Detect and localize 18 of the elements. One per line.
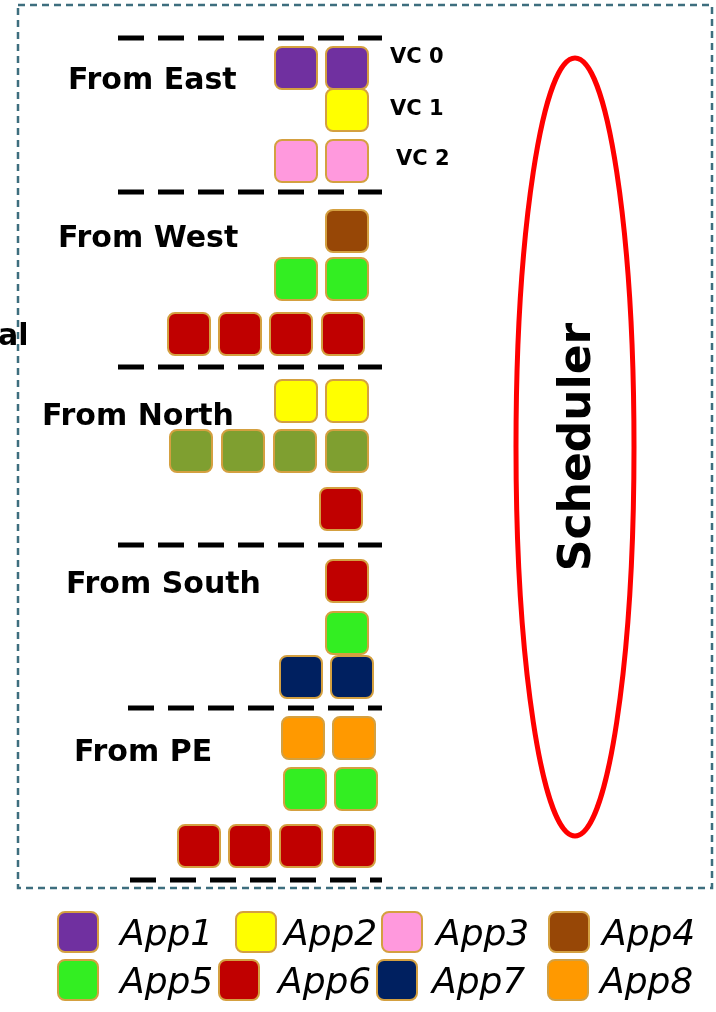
legend-label: App5 xyxy=(120,963,214,999)
legend-label: App2 xyxy=(284,915,378,951)
text-label: From South xyxy=(66,568,261,598)
legend-label: App7 xyxy=(432,963,526,999)
text-label: VC 1 xyxy=(390,98,444,119)
text-label: VC 0 xyxy=(390,46,444,67)
text-label: VC 2 xyxy=(396,148,450,169)
legend-label: App4 xyxy=(602,915,696,951)
text-label: From West xyxy=(58,222,239,252)
text-label: From PE xyxy=(74,736,213,766)
text-label: al xyxy=(0,320,29,350)
legend-label: App6 xyxy=(278,963,372,999)
legend-label: App1 xyxy=(120,915,214,951)
scheduler-label: Scheduler xyxy=(553,322,597,572)
legend-label: App8 xyxy=(600,963,694,999)
legend-label: App3 xyxy=(436,915,530,951)
text-label: From North xyxy=(42,400,234,430)
text-label: From East xyxy=(68,64,237,94)
